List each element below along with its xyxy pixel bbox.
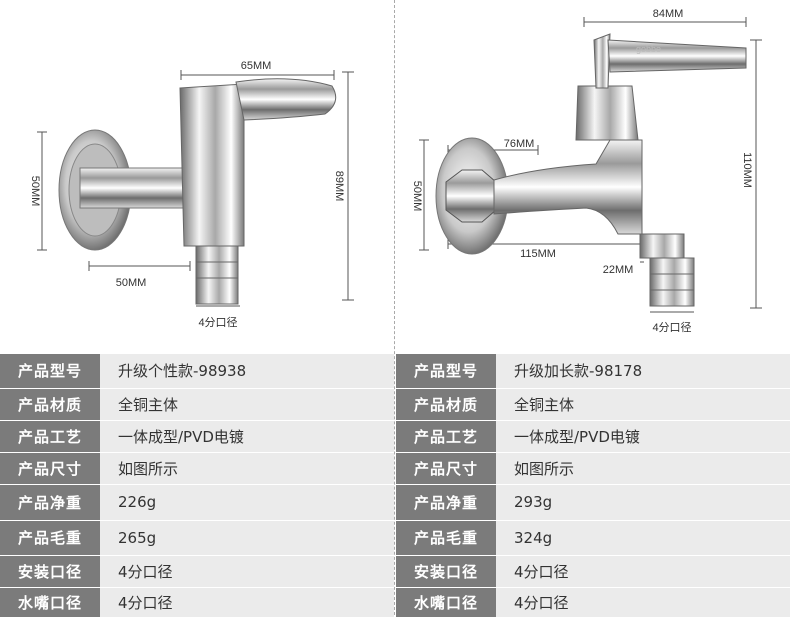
spec-label: 产品材质 [0,388,100,421]
spec-label: 产品毛重 [396,520,496,556]
spec-label: 安装口径 [396,555,496,588]
dim-length-label: 115MM [520,248,556,260]
spec-value: 全铜主体 [100,388,394,421]
spec-label: 安装口径 [0,555,100,588]
spec-value: 226g [100,484,394,521]
spec-value: 293g [496,484,790,521]
spec-row: 产品尺寸如图所示 [396,452,790,485]
spec-row: 产品型号升级加长款-98178 [396,354,790,389]
spec-label: 产品工艺 [0,420,100,453]
panel-divider [394,0,395,615]
spec-label: 产品净重 [0,484,100,521]
faucet-98178-illustration: gobbe 84MM 110MM 50MM 76MM 115MM 22MM 4分… [411,8,762,334]
spec-row: 产品工艺一体成型/PVD电镀 [396,420,790,453]
spec-label: 产品尺寸 [396,452,496,485]
spec-label: 水嘴口径 [0,587,100,618]
dim-flange-label: 50MM [411,181,423,212]
spec-value: 一体成型/PVD电镀 [100,420,394,453]
spec-label: 产品工艺 [396,420,496,453]
spec-value: 升级加长款-98178 [496,354,790,389]
spec-value: 4分口径 [496,555,790,588]
spec-row: 产品材质全铜主体 [0,388,394,421]
spec-value: 4分口径 [100,555,394,588]
spec-value: 升级个性款-98938 [100,354,394,389]
spec-label: 产品型号 [396,354,496,389]
left-product-diagram: 65MM 89MM 50MM 50MM 4分口径 [0,0,394,350]
dim-flange-label: 50MM [29,176,41,207]
dim-width-label: 65MM [241,60,272,72]
dim-height-label: 110MM [741,152,753,188]
spec-label: 产品尺寸 [0,452,100,485]
spec-value: 一体成型/PVD电镀 [496,420,790,453]
spec-row: 产品材质全铜主体 [396,388,790,421]
dim-outlet-label: 4分口径 [652,321,691,334]
spec-label: 产品毛重 [0,520,100,556]
dimension-lines [37,70,354,307]
spec-row: 产品尺寸如图所示 [0,452,394,485]
faucet-98938 [58,78,337,305]
spec-value: 4分口径 [100,587,394,618]
spec-row: 产品工艺一体成型/PVD电镀 [0,420,394,453]
spec-value: 265g [100,520,394,556]
dim-depth-label: 50MM [116,277,147,289]
spec-value: 如图所示 [496,452,790,485]
spec-label: 水嘴口径 [396,587,496,618]
spec-value: 全铜主体 [496,388,790,421]
spec-label: 产品型号 [0,354,100,389]
dim-nozzle-label: 22MM [603,264,634,276]
spec-label: 产品材质 [396,388,496,421]
dim-height-label: 89MM [333,171,345,202]
spec-value: 324g [496,520,790,556]
spec-value: 4分口径 [496,587,790,618]
dim-spout-label: 76MM [504,138,535,150]
faucet-98938-illustration: 65MM 89MM 50MM 50MM 4分口径 [29,60,354,329]
dim-handle-label: 84MM [653,8,684,20]
right-product-diagram: gobbe 84MM 110MM 50MM 76MM 115MM 22MM 4分… [396,0,790,350]
spec-value: 如图所示 [100,452,394,485]
dim-outlet-label: 4分口径 [198,316,237,329]
spec-label: 产品净重 [396,484,496,521]
spec-row: 产品型号升级个性款-98938 [0,354,394,389]
brand-logo: gobbe [636,44,661,54]
faucet-98178 [435,33,747,307]
